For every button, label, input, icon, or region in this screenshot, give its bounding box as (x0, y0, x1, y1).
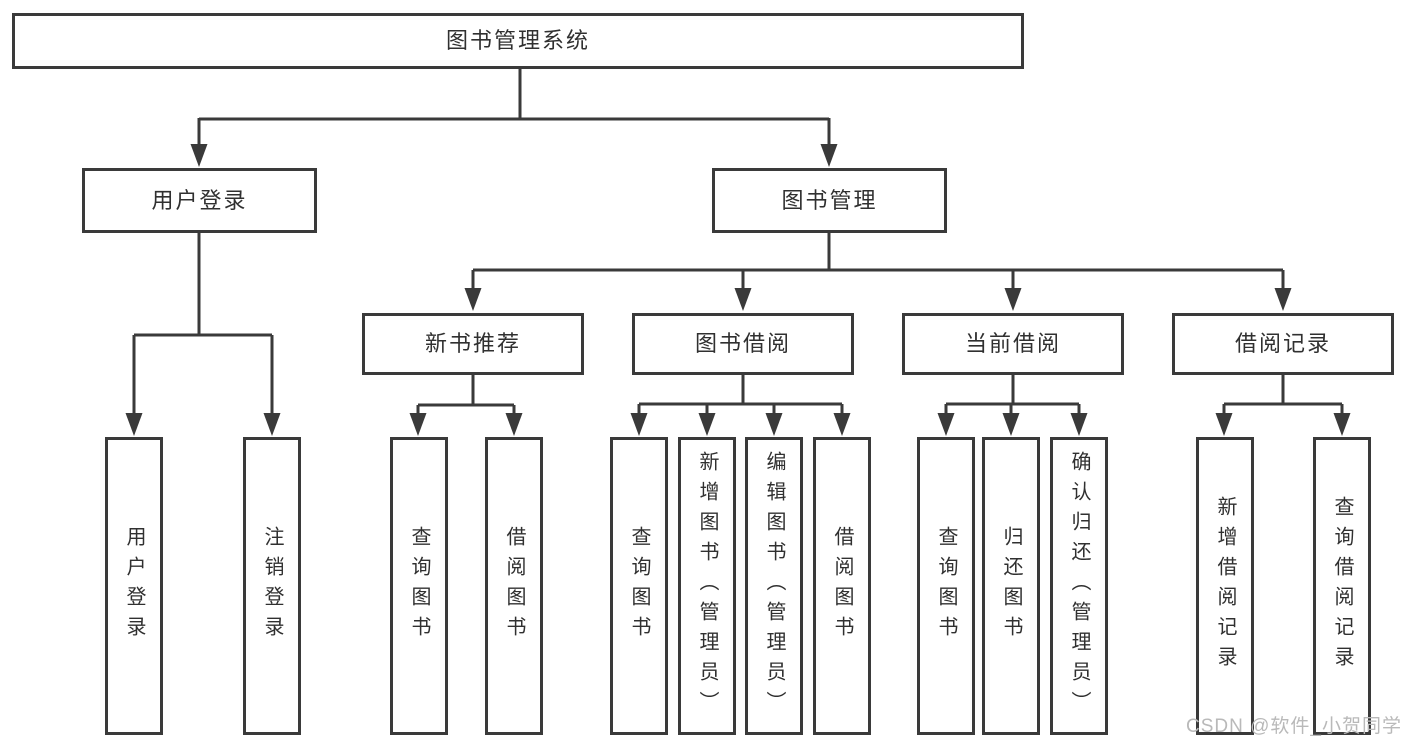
leaf-logout: 注销登录 (243, 437, 301, 735)
leaf-borrow-book-2-label: 借阅图书 (831, 526, 853, 646)
leaf-query-borrow-record: 查询借阅记录 (1313, 437, 1371, 735)
leaf-add-borrow-record: 新增借阅记录 (1196, 437, 1254, 735)
leaf-query-borrow-record-label: 查询借阅记录 (1331, 496, 1353, 676)
leaf-user-login-label: 用户登录 (123, 526, 145, 646)
leaf-borrow-book-1-label: 借阅图书 (503, 526, 525, 646)
leaf-add-borrow-record-label: 新增借阅记录 (1214, 496, 1236, 676)
leaf-return-book: 归还图书 (982, 437, 1040, 735)
node-borrow-records-label: 借阅记录 (1234, 331, 1331, 356)
node-new-book-recommend: 新书推荐 (362, 313, 584, 375)
leaf-query-book-1: 查询图书 (390, 437, 448, 735)
leaf-edit-book-admin-label: 编辑图书（管理员） (763, 451, 785, 721)
leaf-query-book-3: 查询图书 (917, 437, 975, 735)
node-book-borrow: 图书借阅 (632, 313, 854, 375)
node-book-management: 图书管理 (712, 168, 947, 233)
node-book-management-label: 图书管理 (781, 187, 878, 213)
node-root: 图书管理系统 (12, 13, 1024, 69)
node-user-login: 用户登录 (82, 168, 317, 233)
csdn-watermark: CSDN @软件_小贺同学 (1186, 716, 1402, 737)
node-user-login-label: 用户登录 (151, 187, 248, 213)
leaf-query-book-3-label: 查询图书 (935, 526, 957, 646)
leaf-borrow-book-1: 借阅图书 (485, 437, 543, 735)
leaf-add-book-admin-label: 新增图书（管理员） (696, 451, 718, 721)
leaf-add-book-admin: 新增图书（管理员） (678, 437, 736, 735)
leaf-query-book-1-label: 查询图书 (408, 526, 430, 646)
node-new-book-recommend-label: 新书推荐 (424, 331, 521, 356)
node-borrow-records: 借阅记录 (1172, 313, 1394, 375)
node-current-borrow: 当前借阅 (902, 313, 1124, 375)
node-root-label: 图书管理系统 (445, 28, 590, 53)
leaf-logout-label: 注销登录 (261, 526, 283, 646)
leaf-confirm-return-admin: 确认归还（管理员） (1050, 437, 1108, 735)
leaf-query-book-2-label: 查询图书 (628, 526, 650, 646)
leaf-confirm-return-admin-label: 确认归还（管理员） (1068, 451, 1090, 721)
node-book-borrow-label: 图书借阅 (694, 331, 791, 356)
leaf-borrow-book-2: 借阅图书 (813, 437, 871, 735)
leaf-return-book-label: 归还图书 (1000, 526, 1022, 646)
node-current-borrow-label: 当前借阅 (964, 331, 1061, 356)
leaf-query-book-2: 查询图书 (610, 437, 668, 735)
leaf-edit-book-admin: 编辑图书（管理员） (745, 437, 803, 735)
leaf-user-login: 用户登录 (105, 437, 163, 735)
